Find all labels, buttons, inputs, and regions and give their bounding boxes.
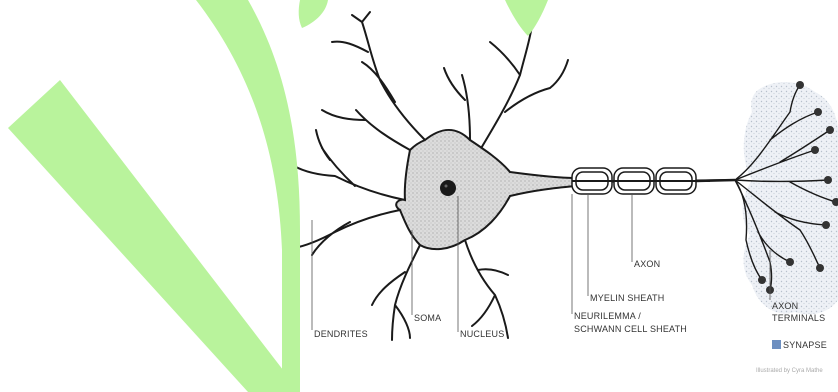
label-axon-terminals-line2: TERMINALS <box>772 313 825 323</box>
label-schwann-cell-sheath: SCHWANN CELL SHEATH <box>574 324 687 334</box>
label-axon-terminals-line1: AXON <box>772 301 798 311</box>
soma-body <box>396 130 575 249</box>
label-neurilemma: NEURILEMMA / <box>574 311 641 321</box>
synapse-legend-swatch <box>772 340 781 349</box>
nucleus <box>440 180 456 196</box>
label-dendrites: DENDRITES <box>314 329 368 339</box>
label-synapse: SYNAPSE <box>783 340 827 350</box>
illustration-credit: Illustrated by Cyra Mathe <box>756 368 823 374</box>
label-myelin-sheath: MYELIN SHEATH <box>590 293 664 303</box>
label-nucleus: NUCLEUS <box>460 329 504 339</box>
label-axon: AXON <box>634 259 660 269</box>
label-soma: SOMA <box>414 313 441 323</box>
